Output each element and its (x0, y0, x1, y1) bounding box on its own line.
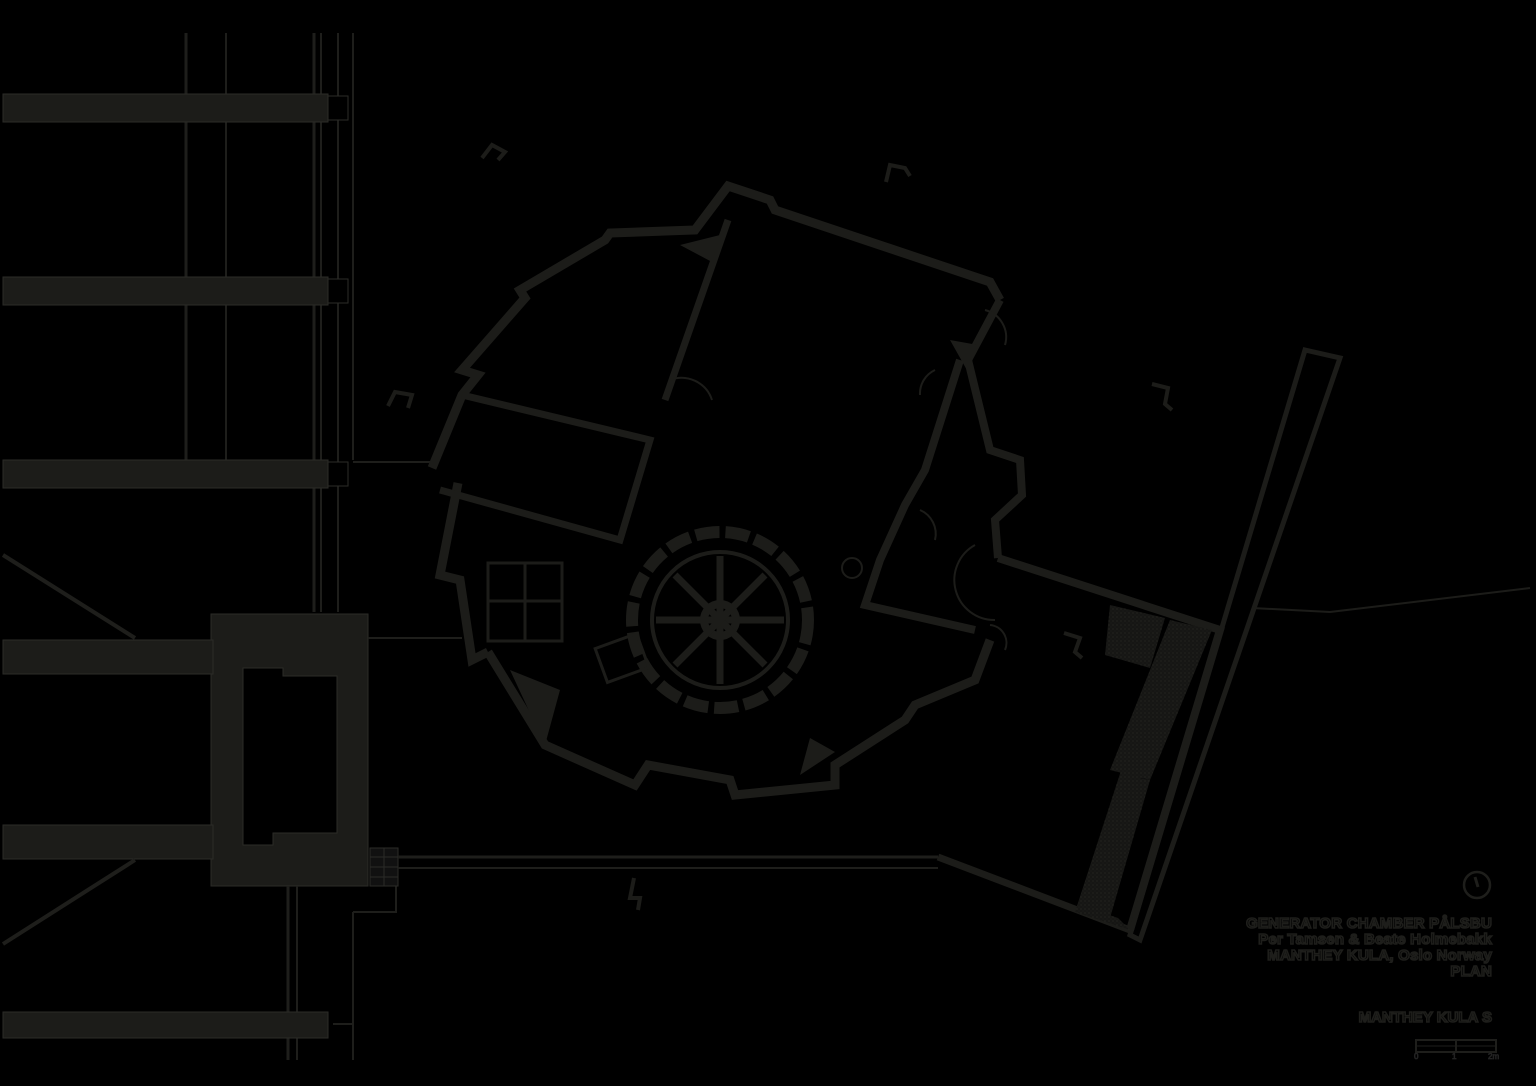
title-block: GENERATOR CHAMBER PÅLSBU Per Tamsen & Be… (1245, 915, 1493, 981)
scale-label-0: 0 (1414, 1052, 1419, 1062)
drawing-title: PLAN (1450, 963, 1493, 981)
section-marker-top-right (884, 162, 912, 183)
sheet-label: MANTHEY KULA S (1358, 1008, 1493, 1027)
window-grid (486, 561, 564, 643)
section-markers (386, 142, 1174, 911)
section-marker-right (1151, 382, 1174, 412)
office-credit: MANTHEY KULA, Oslo Norway (1266, 947, 1492, 965)
scale-bar (1415, 1039, 1497, 1053)
triangular-buttresses (510, 235, 978, 775)
scale-label-2m: 2m (1488, 1052, 1500, 1062)
section-marker-left (386, 389, 415, 409)
architects-credit: Per Tamsen & Beate Holmebakk (1257, 931, 1492, 949)
door-swings (669, 309, 1008, 651)
retaining-wall (1075, 347, 1531, 944)
generator-chamber-walls (427, 180, 1225, 934)
section-marker-bottom (627, 877, 643, 911)
scale-label-1: 1 (1452, 1052, 1457, 1062)
turbine-wheel (593, 526, 814, 714)
project-title: GENERATOR CHAMBER PÅLSBU (1245, 915, 1492, 933)
section-marker-inner (1063, 631, 1084, 660)
existing-dam-structure (1, 33, 938, 1060)
section-marker-top-left (480, 142, 509, 162)
north-arrow-icon (1462, 870, 1492, 900)
